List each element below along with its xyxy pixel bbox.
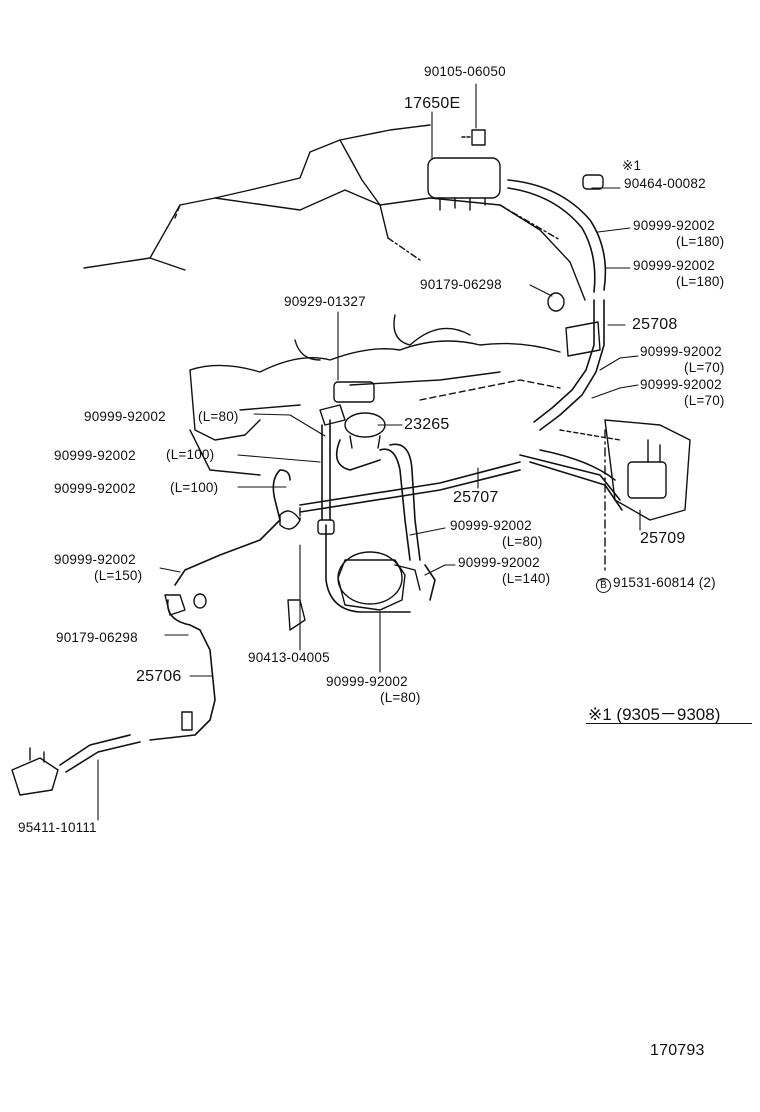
note-marker-1: ※1 bbox=[622, 158, 642, 173]
hose-g-length: (L=100) bbox=[170, 480, 219, 495]
applicability-note: ※1 (9305－9308) bbox=[588, 705, 721, 724]
part-label-hose-b: 90999-92002 bbox=[633, 258, 715, 273]
part-label-23265: 23265 bbox=[404, 416, 450, 433]
figure-number: 170793 bbox=[650, 1042, 705, 1059]
part-label-95411-10111: 95411-10111 bbox=[18, 820, 97, 835]
hose-c-length: (L=70) bbox=[684, 360, 725, 375]
bolt-part-number: 91531-60814 (2) bbox=[613, 575, 716, 590]
hose-d-length: (L=70) bbox=[684, 393, 725, 408]
part-label-25707: 25707 bbox=[453, 489, 499, 506]
part-label-25708: 25708 bbox=[632, 316, 678, 333]
part-label-90179-06298-top: 90179-06298 bbox=[420, 277, 502, 292]
part-label-90464-00082: 90464-00082 bbox=[624, 176, 706, 191]
hose-i-length: (L=150) bbox=[94, 568, 143, 583]
part-label-25706: 25706 bbox=[136, 668, 182, 685]
note-underline bbox=[586, 723, 752, 724]
part-label-hose-f: 90999-92002 bbox=[54, 448, 136, 463]
engine-block-outline bbox=[83, 124, 586, 301]
hose-k-length: (L=80) bbox=[380, 690, 421, 705]
part-label-90413-04005: 90413-04005 bbox=[248, 650, 330, 665]
part-label-90179-06298-bottom: 90179-06298 bbox=[56, 630, 138, 645]
hose-lines bbox=[59, 179, 623, 773]
hose-j-length: (L=140) bbox=[502, 571, 551, 586]
part-label-hose-c: 90999-92002 bbox=[640, 344, 722, 359]
part-label-17650e: 17650E bbox=[404, 95, 461, 112]
part-label-hose-i: 90999-92002 bbox=[54, 552, 136, 567]
part-label-hose-h: 90999-92002 bbox=[450, 518, 532, 533]
leader-lines bbox=[97, 83, 641, 821]
part-label-hose-j: 90999-92002 bbox=[458, 555, 540, 570]
component-sketches bbox=[11, 129, 691, 796]
part-label-hose-d: 90999-92002 bbox=[640, 377, 722, 392]
hose-e-length: (L=80) bbox=[198, 409, 239, 424]
hose-f-length: (L=100) bbox=[166, 447, 215, 462]
part-label-hose-e: 90999-92002 bbox=[84, 409, 166, 424]
part-label-hose-a: 90999-92002 bbox=[633, 218, 715, 233]
hose-a-length: (L=180) bbox=[676, 234, 725, 249]
part-label-hose-k: 90999-92002 bbox=[326, 674, 408, 689]
part-label-hose-g: 90999-92002 bbox=[54, 481, 136, 496]
part-label-90105-06050: 90105-06050 bbox=[424, 64, 506, 79]
part-label-90929-01327: 90929-01327 bbox=[284, 294, 366, 309]
bolt-b-marker: B bbox=[596, 578, 611, 593]
part-label-25709: 25709 bbox=[640, 530, 686, 547]
hose-b-length: (L=180) bbox=[676, 274, 725, 289]
intake-manifold-outline bbox=[189, 314, 561, 476]
hose-h-length: (L=80) bbox=[502, 534, 543, 549]
